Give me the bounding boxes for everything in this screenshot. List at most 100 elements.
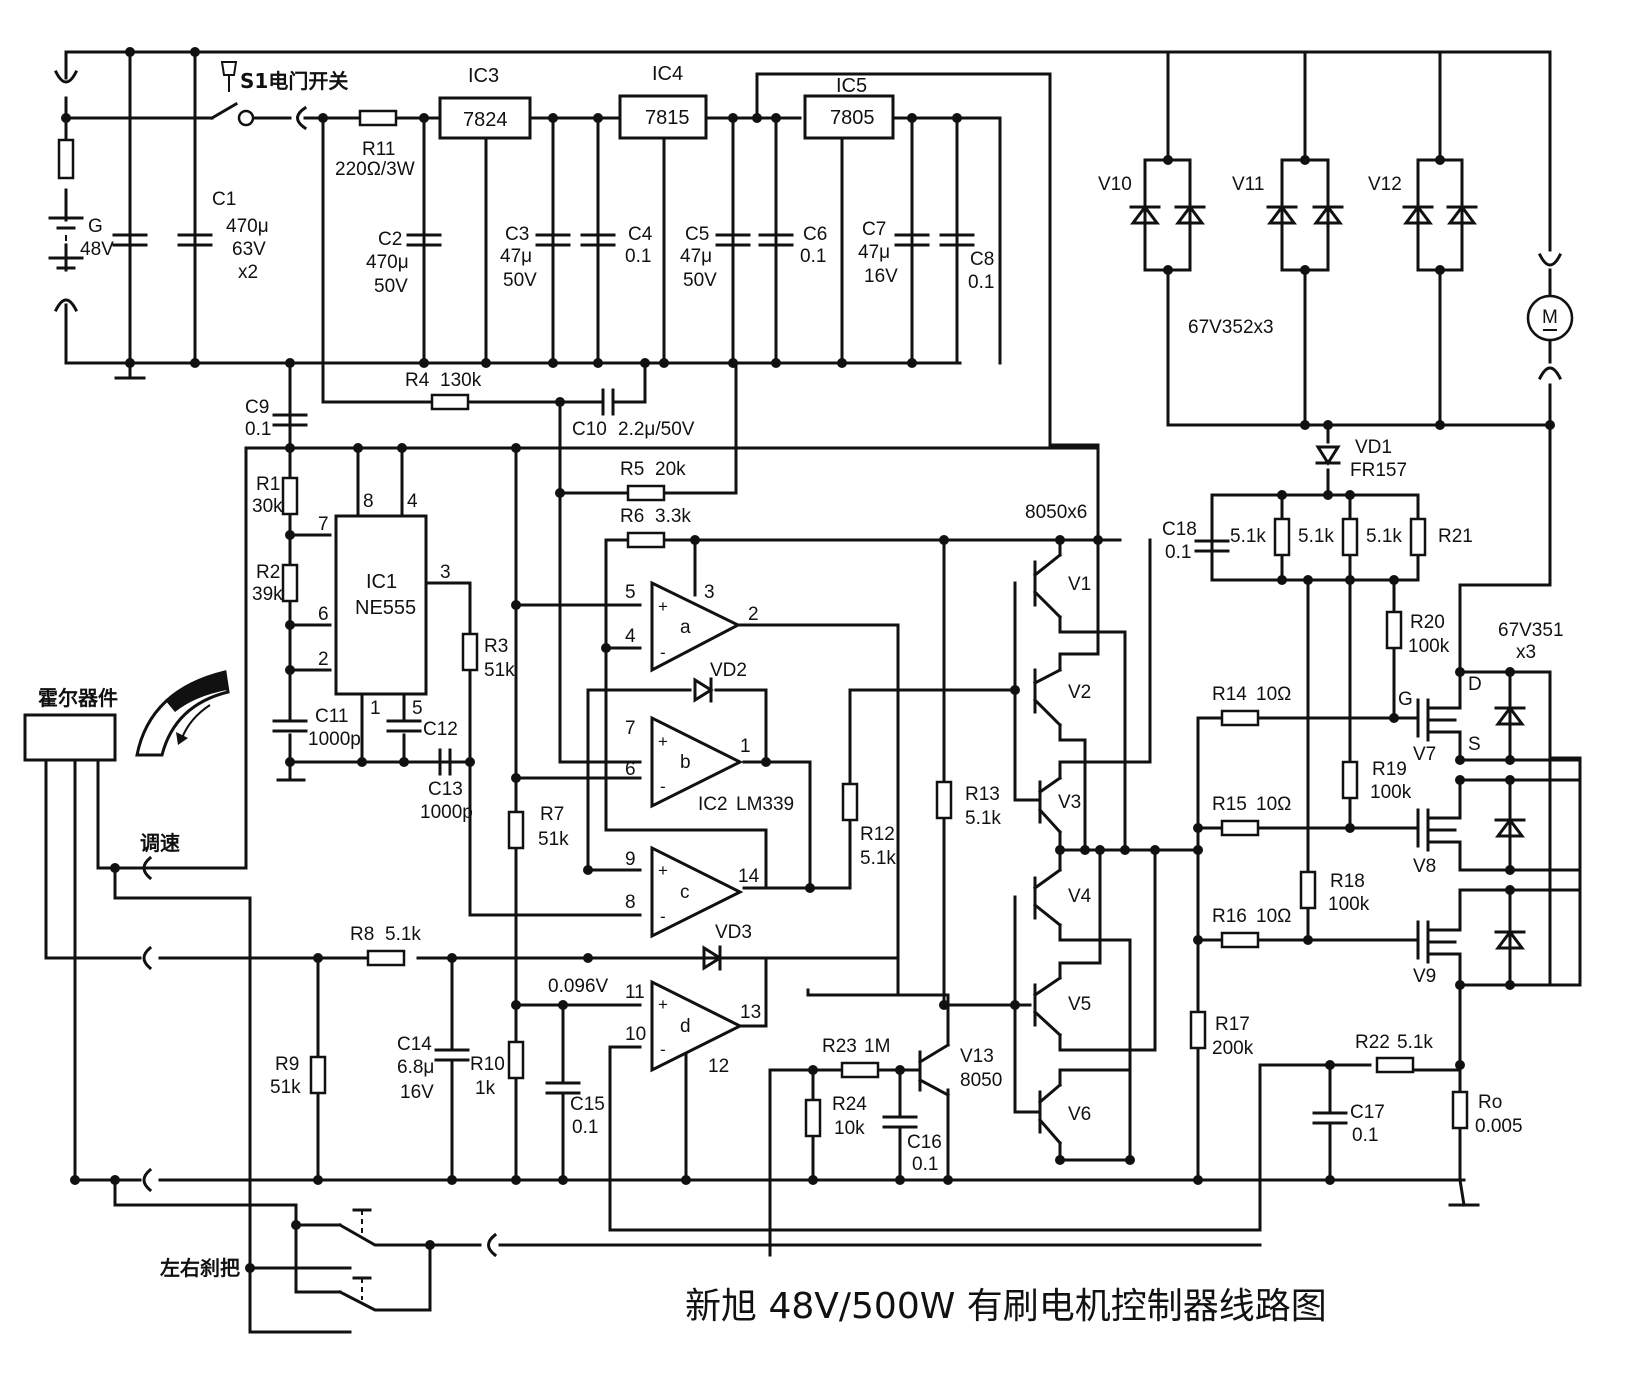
c1-rating: 63V <box>232 239 266 260</box>
junction-dot <box>1455 755 1465 765</box>
junction-dot <box>245 1263 255 1273</box>
ic4-ref: IC4 <box>652 63 683 85</box>
r12-value: 5.1k <box>860 848 896 869</box>
c18-value: 0.1 <box>1165 542 1191 563</box>
junction-dot <box>125 358 135 368</box>
ic2-part: LM339 <box>736 794 794 815</box>
junction-dot <box>353 443 363 453</box>
junction-dot <box>125 47 135 57</box>
junction-dot <box>285 620 295 630</box>
r17-ref: R17 <box>1215 1014 1250 1035</box>
ignition-switch[interactable] <box>209 61 308 131</box>
junction-dots <box>61 47 1555 1273</box>
c7-ref: C7 <box>862 219 886 240</box>
junction-dot <box>1505 885 1515 895</box>
regulator-ic4 <box>618 94 708 140</box>
r8-value: 5.1k <box>385 924 421 945</box>
junction-dot <box>583 953 593 963</box>
comp-d-pin-out: 13 <box>740 1002 761 1023</box>
r22-ref: R22 <box>1355 1032 1390 1053</box>
c2-rating: 50V <box>374 276 408 297</box>
ic1-ref: IC1 <box>366 571 397 593</box>
comp-b-name: b <box>680 752 691 773</box>
motor-connector-bottom <box>1537 366 1563 381</box>
junction-dot <box>1325 1060 1335 1070</box>
c8-value: 0.1 <box>968 272 994 293</box>
junction-dot <box>1080 845 1090 855</box>
junction-dot <box>1277 575 1287 585</box>
comp-c-plus: + <box>658 861 668 880</box>
junction-dot <box>659 358 669 368</box>
bias-resistor-1-value: 5.1k <box>1230 526 1266 547</box>
c10-capacitor <box>601 388 615 416</box>
driver-transistor-v1 <box>1032 552 1063 620</box>
r13-resistor <box>935 780 953 820</box>
r20-resistor <box>1385 610 1403 650</box>
junction-dot <box>808 1065 818 1075</box>
junction-dot <box>285 358 295 368</box>
junction-dot <box>110 1175 120 1185</box>
comp-a-pin-minus: 4 <box>625 626 636 647</box>
junction-dot <box>952 113 962 123</box>
r1-value: 30k <box>252 496 283 517</box>
junction-dot <box>555 488 565 498</box>
mosfet-v7 <box>1416 670 1462 762</box>
junction-dot <box>808 1175 818 1185</box>
r20-ref: R20 <box>1410 612 1445 633</box>
junction-dot <box>1323 490 1333 500</box>
ic1-pin-1: 1 <box>370 698 381 719</box>
r13-value: 5.1k <box>965 808 1001 829</box>
r22-resistor <box>1375 1056 1415 1074</box>
junction-dot <box>61 113 71 123</box>
ic3-ref: IC3 <box>468 65 499 87</box>
junction-dot <box>511 1000 521 1010</box>
junction-dot <box>1455 980 1465 990</box>
r8-ref: R8 <box>350 924 374 945</box>
c17-ref: C17 <box>1350 1102 1385 1123</box>
driver-transistor-v2 <box>1032 667 1063 728</box>
ro-ref: Ro <box>1478 1092 1502 1113</box>
r7-ref: R7 <box>540 804 564 825</box>
brake-switch-right[interactable] <box>352 1276 372 1300</box>
c11-ref: C11 <box>315 706 348 727</box>
ic1-pin-4: 4 <box>407 491 418 512</box>
battery-value: 48V <box>80 239 114 260</box>
hall-sensor[interactable] <box>23 713 117 762</box>
junction-dot <box>285 757 295 767</box>
junction-dot <box>1389 713 1399 723</box>
junction-dot <box>1455 667 1465 677</box>
hall-signal-connector <box>142 945 153 971</box>
ic1-part: NE555 <box>355 597 416 619</box>
r11-resistor <box>358 109 398 127</box>
vd2-diode <box>693 677 713 703</box>
junction-dot <box>1435 155 1445 165</box>
r4-resistor <box>430 393 470 411</box>
c10-ref: C10 <box>572 419 607 440</box>
junction-dot <box>190 47 200 57</box>
junction-dot <box>285 443 295 453</box>
junction-dot <box>728 113 738 123</box>
junction-dot <box>1505 775 1515 785</box>
c2-ref: C2 <box>378 229 402 250</box>
mosfet-qty: x3 <box>1516 642 1536 663</box>
junction-dot <box>1505 667 1515 677</box>
comp-a-pin-out: 2 <box>748 604 759 625</box>
junction-dot <box>397 443 407 453</box>
driver-part-note: 8050x6 <box>1025 502 1087 523</box>
battery-ref: G <box>88 216 103 237</box>
comp-c-name: c <box>680 882 690 903</box>
junction-dot <box>771 113 781 123</box>
comp-b-pin-minus: 6 <box>625 759 636 780</box>
comp-a-pin-vcc: 3 <box>704 582 715 603</box>
junction-dot <box>511 600 521 610</box>
junction-dot <box>558 1175 568 1185</box>
comparator-c <box>650 845 744 939</box>
v7-gate-label: G <box>1398 689 1413 710</box>
junction-dot <box>805 883 815 893</box>
v7-source-label: S <box>1468 734 1481 755</box>
brake-switch-left[interactable] <box>352 1208 372 1235</box>
junction-dot <box>447 953 457 963</box>
r5-resistor <box>626 484 666 502</box>
comp-d-pin-minus: 10 <box>625 1024 646 1045</box>
